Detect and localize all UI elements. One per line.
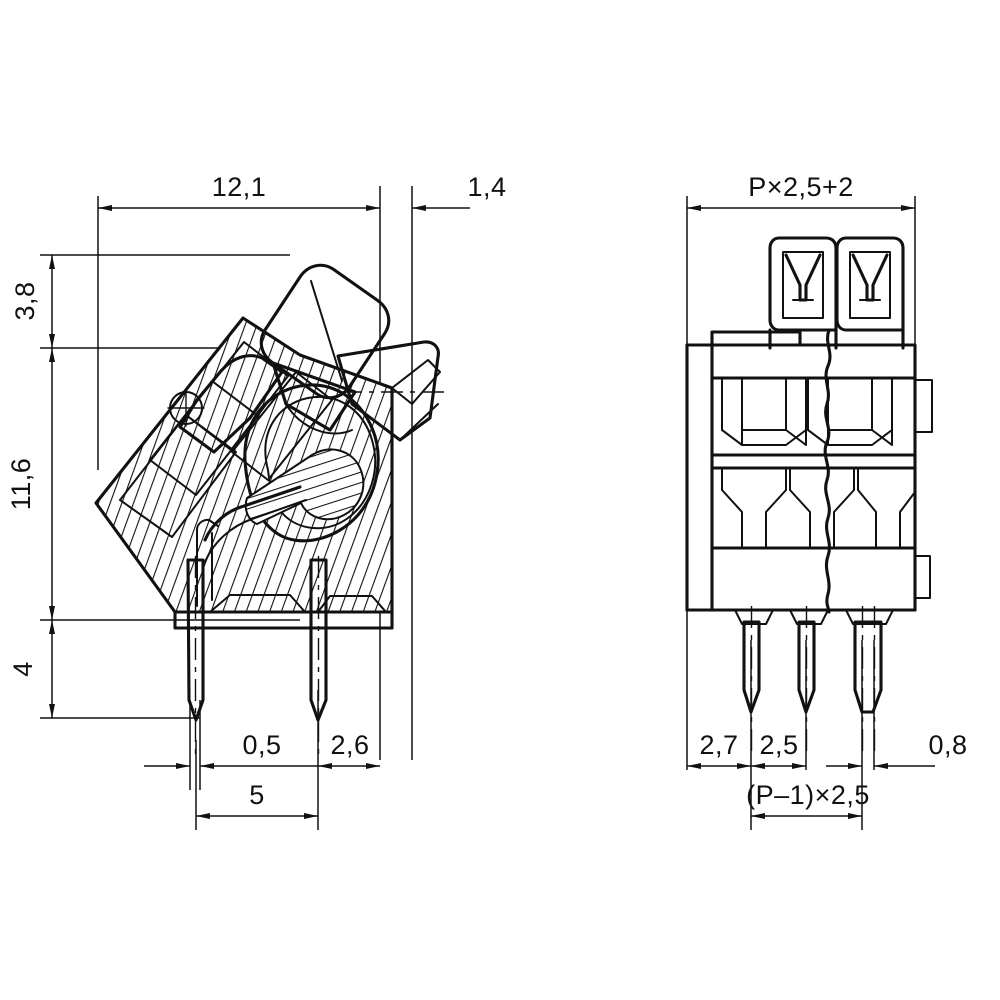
left-view-geometry	[94, 263, 450, 756]
actuator-lever	[259, 263, 391, 400]
dimension-pin-thickness: 0,5	[144, 730, 318, 769]
conductor-entry-wedge	[336, 340, 450, 442]
lever-stem	[271, 361, 357, 435]
clamp-spring	[264, 395, 377, 530]
dimension-pin-width: 0,8	[826, 730, 967, 769]
dimension-pin-row-pitch: 5	[196, 780, 318, 819]
dimension-width-total: 12,1	[98, 172, 380, 211]
right-front-view: P×2,5+2 2,7 2,5 0,8 (P–1)×2,5	[685, 172, 967, 830]
side-tab-upper	[914, 379, 933, 433]
pole-cells-upper	[721, 377, 893, 446]
pin-1	[742, 606, 761, 756]
lever-head-right	[835, 236, 905, 332]
lever-shafts	[768, 328, 905, 350]
side-tab-lower	[914, 555, 931, 599]
dimension-label-3-8: 3,8	[10, 281, 40, 320]
pin-2	[797, 606, 816, 756]
lever-head-left	[768, 236, 838, 332]
pin-3	[853, 606, 883, 756]
pole-cells-lower	[721, 467, 916, 549]
housing-top-flag	[391, 359, 441, 405]
dimension-label-0-8: 0,8	[928, 730, 967, 760]
dimension-edge-offset: 2,6	[318, 730, 380, 769]
dimension-label-2-6: 2,6	[330, 730, 369, 760]
side-mounting-tabs	[914, 379, 933, 599]
break-line	[823, 328, 832, 614]
solder-pin-left	[186, 556, 205, 756]
left-section-view: 12,1 1,4 3,8 11,6 4 0,5	[6, 172, 506, 830]
lever-pivot-ear	[167, 354, 284, 454]
lower-clamp-arm	[196, 485, 307, 607]
dimension-label-4: 4	[8, 661, 38, 677]
housing-base	[173, 594, 394, 630]
housing-base-front	[685, 608, 917, 625]
housing-inner-voids	[119, 341, 333, 538]
dimension-label-5: 5	[249, 780, 265, 810]
dimension-width-tab: 1,4	[412, 172, 506, 211]
right-view-geometry	[685, 236, 933, 756]
dimension-overall-width: P×2,5+2	[687, 172, 915, 211]
dimension-label-1-4: 1,4	[467, 172, 506, 202]
spring-cavity	[243, 383, 380, 543]
solder-pin-right	[309, 556, 328, 756]
dimension-label-12-1: 12,1	[212, 172, 267, 202]
dimension-label-0-5: 0,5	[242, 730, 281, 760]
dimension-label-p-1-x25: (P–1)×2,5	[746, 780, 870, 810]
dimension-label-2-7: 2,7	[699, 730, 738, 760]
dimension-height-body: 11,6	[6, 348, 55, 620]
dimension-label-px25p2: P×2,5+2	[748, 172, 854, 202]
dimension-label-11-6: 11,6	[6, 458, 36, 511]
spring-bar	[244, 448, 365, 525]
dimension-label-2-5: 2,5	[759, 730, 798, 760]
dimension-pin-length: 4	[8, 620, 55, 718]
dimension-first-pin-offset: 2,7	[687, 730, 751, 769]
dimension-pin-span: (P–1)×2,5	[746, 780, 870, 819]
dimension-pin-pitch: 2,5	[751, 730, 806, 769]
dimension-height-upper: 3,8	[10, 255, 55, 348]
